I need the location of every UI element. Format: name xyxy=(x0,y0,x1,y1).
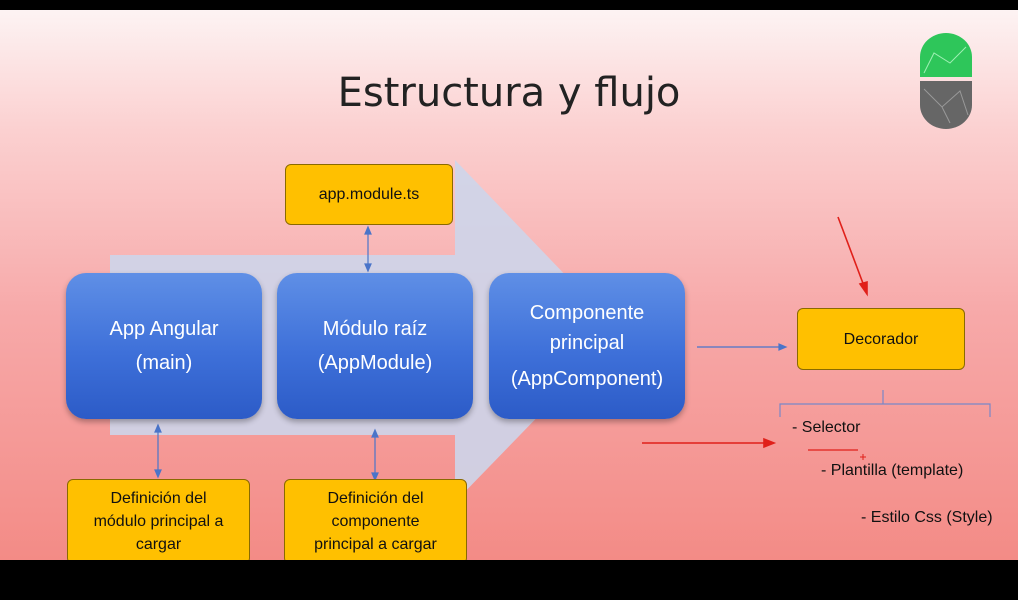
modulo-raiz-subtitle: (AppModule) xyxy=(317,352,433,374)
page-title: Estructura y flujo xyxy=(337,70,681,116)
decorador-box: Decorador xyxy=(797,308,965,370)
def-componente-line3: principal a cargar xyxy=(314,536,437,553)
app-angular-subtitle: (main) xyxy=(135,352,193,374)
app-angular-title: App Angular xyxy=(109,318,219,340)
app-module-box: app.module.ts xyxy=(285,164,453,225)
slide: Estructura y flujo app.module.ts App Ang… xyxy=(0,10,1018,560)
def-modulo-line3: cargar xyxy=(135,536,182,553)
componente-principal-box: Componente principal (AppComponent) xyxy=(489,273,685,419)
list-item-selector: - Selector xyxy=(792,419,861,436)
decorador-label: Decorador xyxy=(843,330,919,348)
brand-logo-icon xyxy=(920,33,972,129)
list-item-estilo: - Estilo Css (Style) xyxy=(861,509,993,526)
modulo-raiz-title: Módulo raíz xyxy=(322,318,428,340)
def-modulo-box: Definición del módulo principal a cargar xyxy=(67,479,250,560)
componente-principal-line3: (AppComponent) xyxy=(510,368,664,390)
def-componente-line2: componente xyxy=(331,513,420,530)
list-item-plantilla: - Plantilla (template) xyxy=(821,462,964,479)
def-modulo-line1: Definición del xyxy=(110,490,207,507)
def-componente-line1: Definición del xyxy=(327,490,424,507)
componente-principal-line1: Componente xyxy=(529,302,645,324)
app-module-label: app.module.ts xyxy=(318,186,420,203)
app-angular-box: App Angular (main) xyxy=(66,273,262,419)
def-modulo-line2: módulo principal a xyxy=(93,513,224,530)
modulo-raiz-box: Módulo raíz (AppModule) xyxy=(277,273,473,419)
componente-principal-line2: principal xyxy=(549,332,625,354)
red-arrow-to-decorator xyxy=(837,216,865,287)
def-componente-box: Definición del componente principal a ca… xyxy=(284,479,467,560)
decorator-brace xyxy=(779,390,991,417)
